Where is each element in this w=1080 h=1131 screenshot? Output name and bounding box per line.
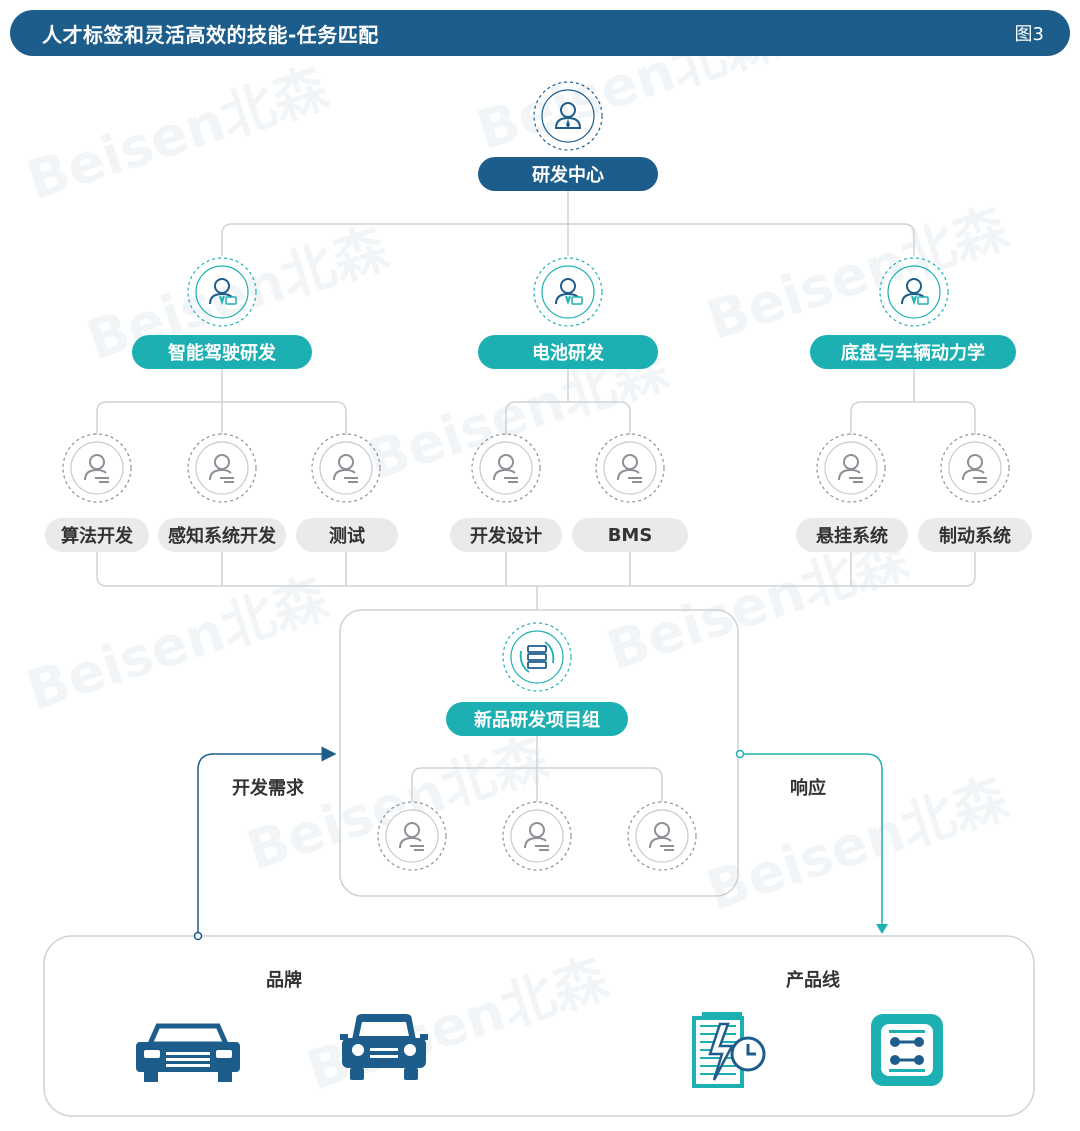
skill-person-icons xyxy=(62,433,1010,871)
manager-person-icon xyxy=(533,81,603,151)
root-node-pill: 研发中心 xyxy=(478,157,658,191)
project-member-icon xyxy=(627,801,697,871)
figure-label: 图3 xyxy=(1014,24,1044,45)
staff-badge-person-icon xyxy=(879,257,949,327)
project-member-icon xyxy=(377,801,447,871)
skill-person-icon xyxy=(816,433,886,503)
connector-lines xyxy=(96,190,976,802)
battery-clock-icon xyxy=(692,1012,766,1088)
staff-badge-person-icon xyxy=(187,257,257,327)
skill-pill-suspension: 悬挂系统 xyxy=(796,518,908,552)
suv-front-icon xyxy=(340,1014,428,1080)
skill-pill-bms: BMS xyxy=(572,518,688,552)
demand-label: 开发需求 xyxy=(232,778,304,799)
server-cycle-icon xyxy=(502,622,572,692)
skill-pill-perception: 感知系统开发 xyxy=(158,518,286,552)
skill-person-icon xyxy=(471,433,541,503)
staff-badge-person-icon xyxy=(533,257,603,327)
skill-pill-testing: 测试 xyxy=(296,518,398,552)
header-bar xyxy=(10,10,1070,56)
response-label: 响应 xyxy=(790,778,826,799)
project-member-icon xyxy=(502,801,572,871)
skill-pill-algorithm: 算法开发 xyxy=(45,518,149,552)
project-group-pill: 新品研发项目组 xyxy=(446,702,628,736)
skill-pill-dev-design: 开发设计 xyxy=(450,518,562,552)
skill-pill-braking: 制动系统 xyxy=(918,518,1032,552)
skill-person-icon xyxy=(187,433,257,503)
brand-label: 品牌 xyxy=(266,970,302,991)
product-line-label: 产品线 xyxy=(786,970,840,991)
bottom-frame xyxy=(43,935,1035,1117)
sedan-front-icon xyxy=(136,1023,240,1082)
dept-pill-battery: 电池研发 xyxy=(478,335,658,369)
response-arrow xyxy=(735,749,888,934)
chassis-circuit-icon xyxy=(871,1014,943,1086)
demand-arrow xyxy=(193,746,337,941)
skill-person-icon xyxy=(940,433,1010,503)
skill-person-icon xyxy=(311,433,381,503)
skill-person-icon xyxy=(595,433,665,503)
dept-pill-intelligent-driving: 智能驾驶研发 xyxy=(132,335,312,369)
skill-person-icon xyxy=(62,433,132,503)
page-title: 人才标签和灵活高效的技能-任务匹配 xyxy=(42,23,379,47)
dept-pill-chassis: 底盘与车辆动力学 xyxy=(810,335,1016,369)
